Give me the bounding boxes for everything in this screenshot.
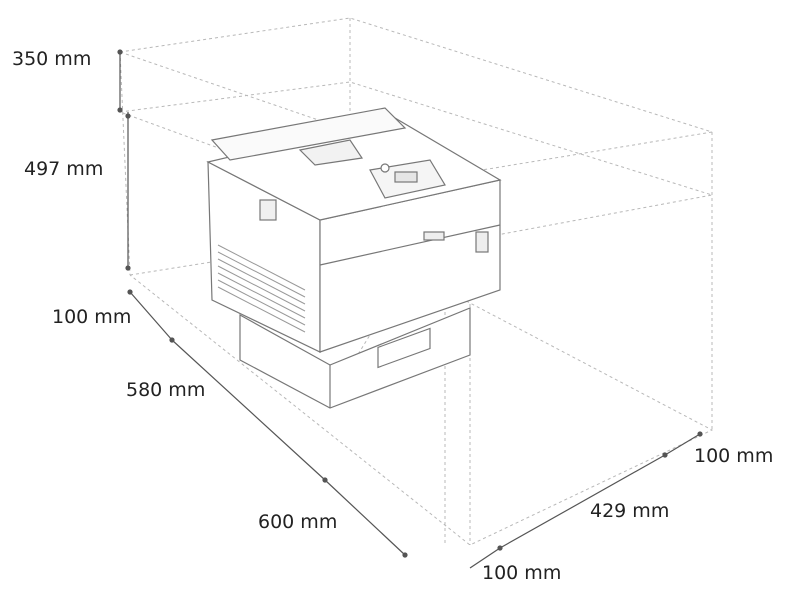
label-clearance-rear-depth: 100 mm (52, 306, 132, 328)
printer-illustration (206, 107, 502, 409)
dimension-lines (117, 49, 703, 569)
label-printer-depth: 580 mm (126, 379, 206, 401)
label-clearance-left: 100 mm (482, 562, 562, 584)
label-printer-width: 429 mm (590, 500, 670, 522)
label-clearance-top: 350 mm (12, 48, 92, 70)
label-clearance-right: 100 mm (694, 445, 774, 467)
label-clearance-front: 600 mm (258, 511, 338, 533)
label-printer-height: 497 mm (24, 158, 104, 180)
